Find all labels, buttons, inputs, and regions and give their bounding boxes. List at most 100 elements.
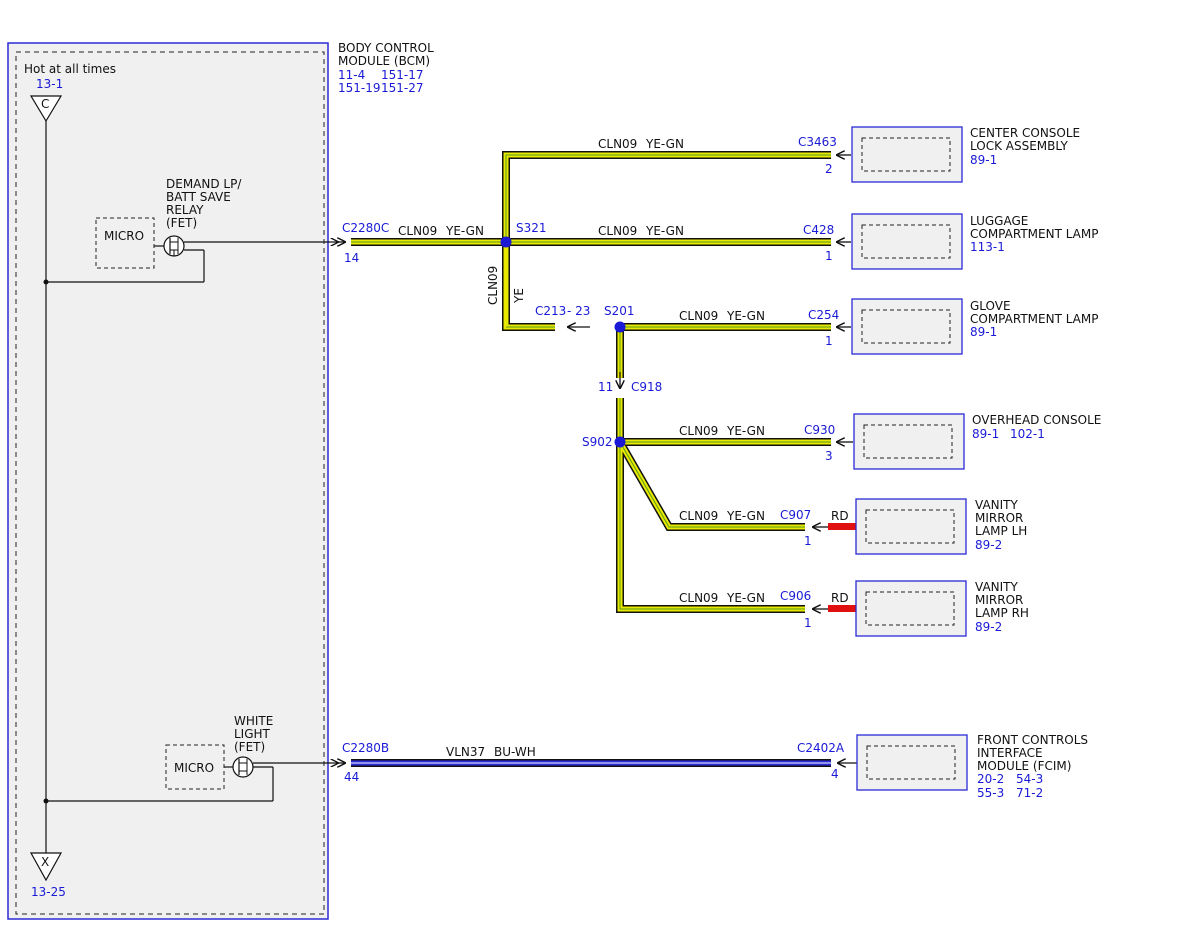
component-label: MIRROR	[975, 593, 1023, 607]
bcm-ref[interactable]: 151-27	[381, 81, 424, 95]
component-label: MODULE (FCIM)	[977, 759, 1071, 773]
connector-c2280c[interactable]: C2280C	[342, 221, 389, 235]
pin-label: 14	[344, 251, 359, 265]
connector-c3463[interactable]: C3463	[798, 135, 837, 149]
component-ref[interactable]: 20-2	[977, 772, 1004, 786]
connector-c930[interactable]: C930	[804, 423, 835, 437]
bottom-symbol: X	[41, 855, 49, 869]
component-luggage-lamp[interactable]	[851, 213, 963, 270]
hot-label: Hot at all times	[24, 62, 116, 76]
pin-label: 2	[825, 162, 833, 176]
bcm-ref[interactable]: 151-19	[338, 81, 381, 95]
color-label: YE-GN	[726, 309, 765, 323]
component-console-lock[interactable]	[851, 126, 963, 183]
wl-label-3: (FET)	[234, 740, 265, 754]
component-glove-lamp[interactable]	[851, 298, 963, 355]
connector-arrows	[338, 155, 857, 763]
wl-label-1: WHITE	[234, 714, 273, 728]
rd-label: RD	[831, 591, 849, 605]
bcm-title-2: MODULE (BCM)	[338, 54, 430, 68]
color-label: YE-GN	[645, 224, 684, 238]
component-vanity-lh[interactable]	[855, 498, 967, 555]
component-ref[interactable]: 54-3	[1016, 772, 1043, 786]
circuit-label-vertical: CLN09	[486, 266, 500, 305]
component-overhead-console[interactable]	[853, 413, 965, 470]
pin-label: 1	[825, 249, 833, 263]
bcm-ref[interactable]: 11-4	[338, 68, 365, 82]
connector-c907[interactable]: C907	[780, 508, 811, 522]
component-label: FRONT CONTROLS	[977, 733, 1088, 747]
component-ref[interactable]: 89-2	[975, 620, 1002, 634]
splice-s321[interactable]	[500, 236, 512, 248]
connector-c2402a[interactable]: C2402A	[797, 741, 845, 755]
pin-label: 44	[344, 770, 359, 784]
pin-label: 1	[825, 334, 833, 348]
component-label: MIRROR	[975, 511, 1023, 525]
component-ref[interactable]: 89-1	[970, 325, 997, 339]
component-fcim[interactable]	[856, 734, 968, 791]
circuit-label: CLN09	[679, 424, 718, 438]
wire-strokes	[351, 151, 856, 767]
connector-c213[interactable]: C213	[535, 304, 566, 318]
power-source-icon	[29, 95, 63, 123]
bottom-ref[interactable]: 13-25	[31, 885, 66, 899]
circuit-label: CLN09	[398, 224, 437, 238]
splice-s902[interactable]	[614, 436, 626, 448]
wl-label-2: LIGHT	[234, 727, 271, 741]
relay-label-4: (FET)	[166, 216, 197, 230]
component-label: COMPARTMENT LAMP	[970, 227, 1098, 241]
pin-label: 4	[831, 767, 839, 781]
circuit-label: CLN09	[598, 137, 637, 151]
rd-lead	[828, 605, 856, 612]
pin-label: 11	[598, 380, 613, 394]
component-ref[interactable]: 71-2	[1016, 786, 1043, 800]
component-ref[interactable]: 89-2	[975, 538, 1002, 552]
pin-label: 1	[804, 534, 812, 548]
component-ref[interactable]: 89-1	[972, 427, 999, 441]
component-label: LAMP LH	[975, 524, 1027, 538]
component-labels: CENTER CONSOLE LOCK ASSEMBLY 89-1 LUGGAG…	[970, 126, 1101, 800]
component-label: COMPARTMENT LAMP	[970, 312, 1098, 326]
color-label: YE-GN	[726, 424, 765, 438]
component-ref[interactable]: 113-1	[970, 240, 1005, 254]
component-label: VANITY	[975, 498, 1018, 512]
ground-source-icon	[29, 852, 63, 882]
relay-label-2: BATT SAVE	[166, 190, 231, 204]
color-label: YE-GN	[645, 137, 684, 151]
wire-labels: CLN09 YE-GN CLN09 YE-GN CLN09 YE-GN CLN0…	[398, 137, 849, 759]
connector-c428[interactable]: C428	[803, 223, 834, 237]
top-symbol: C	[41, 97, 49, 111]
pin-label: - 23	[567, 304, 590, 318]
component-vanity-rh[interactable]	[855, 580, 967, 637]
component-label: LAMP RH	[975, 606, 1029, 620]
micro-label: MICRO	[174, 761, 214, 775]
connector-labels: C2280C 14 C2280B 44 S321 S201 C213 - 23 …	[342, 135, 845, 784]
connector-c906[interactable]: C906	[780, 589, 811, 603]
component-ref[interactable]: 55-3	[977, 786, 1004, 800]
pin-label: 3	[825, 449, 833, 463]
bcm-ref[interactable]: 151-17	[381, 68, 424, 82]
connector-c918[interactable]: C918	[631, 380, 662, 394]
component-label: CENTER CONSOLE	[970, 126, 1080, 140]
connector-c254[interactable]: C254	[808, 308, 839, 322]
color-label: BU-WH	[494, 745, 536, 759]
bcm-module: BODY CONTROL MODULE (BCM) 11-4 151-17 15…	[7, 41, 434, 920]
splice-label-s321: S321	[516, 221, 547, 235]
circuit-label: VLN37	[446, 745, 485, 759]
color-label-vertical: YE	[512, 288, 526, 304]
component-label: GLOVE	[970, 299, 1011, 313]
circuit-label: CLN09	[679, 509, 718, 523]
color-label: YE-GN	[445, 224, 484, 238]
splice-label-s201: S201	[604, 304, 635, 318]
component-ref[interactable]: 102-1	[1010, 427, 1045, 441]
component-ref[interactable]: 89-1	[970, 153, 997, 167]
component-label: INTERFACE	[977, 746, 1043, 760]
rd-label: RD	[831, 509, 849, 523]
color-label: YE-GN	[726, 509, 765, 523]
top-ref[interactable]: 13-1	[36, 77, 63, 91]
micro-label: MICRO	[104, 229, 144, 243]
splice-s201[interactable]	[614, 321, 626, 333]
circuit-label: CLN09	[679, 591, 718, 605]
connector-c2280b[interactable]: C2280B	[342, 741, 389, 755]
